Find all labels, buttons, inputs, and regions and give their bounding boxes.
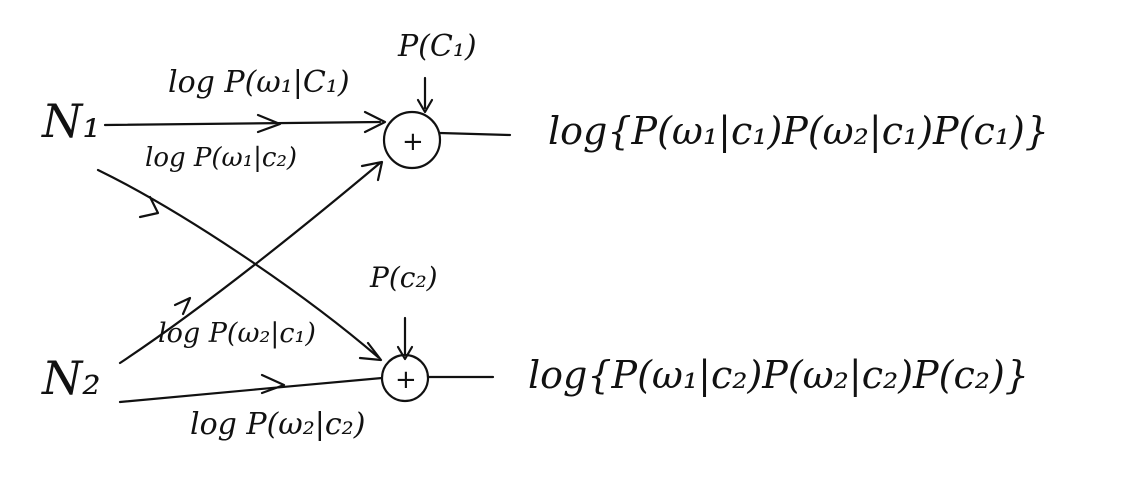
- output-c1-expression: log{P(ω₁|c₁)P(ω₂|c₁)P(c₁)}: [548, 109, 1049, 153]
- edge-n1-to-sum2-mid-arrow: [138, 195, 160, 219]
- edge-n1-to-sum1: [103, 120, 382, 127]
- node-n1-label: N₁: [42, 94, 101, 148]
- edge-label-w1-c2: log P(ω₁|c₂): [145, 143, 298, 173]
- node-n2-label: N₂: [42, 351, 101, 405]
- edge-n2-to-sum2: [118, 376, 384, 404]
- edge-n1-to-sum2: [96, 168, 380, 359]
- edge-label-w1-c1: log P(ω₁|C₁): [168, 65, 350, 100]
- sum-node-c2-plus: +: [395, 365, 417, 395]
- prior-c1-arrowhead: [416, 98, 434, 114]
- edge-n2-to-sum2-mid-arrow: [260, 373, 286, 395]
- prior-c1-label: P(C₁): [398, 29, 477, 64]
- edge-label-w2-c1: log P(ω₂|c₁): [158, 318, 316, 349]
- edge-n2-to-sum1-mid-arrow: [173, 296, 192, 316]
- edge-n1-to-sum2-arrowhead: [358, 341, 383, 362]
- edge-n2-to-sum1-arrowhead: [360, 160, 384, 182]
- sum-node-c1-plus: +: [402, 127, 424, 157]
- prior-c2-label: P(c₂): [370, 261, 438, 294]
- edge-label-w2-c2: log P(ω₂|c₂): [190, 407, 366, 442]
- edge-n2-to-sum1: [118, 161, 382, 365]
- edge-n1-to-sum1-arrowhead: [363, 110, 387, 134]
- prior-c2-arrowhead: [396, 345, 414, 361]
- edge-n1-to-sum1-mid-arrow: [256, 113, 282, 134]
- sum-node-c1: [382, 110, 442, 170]
- output-c2-expression: log{P(ω₁|c₂)P(ω₂|c₂)P(c₂)}: [528, 353, 1029, 397]
- output-line-c1: [438, 131, 512, 137]
